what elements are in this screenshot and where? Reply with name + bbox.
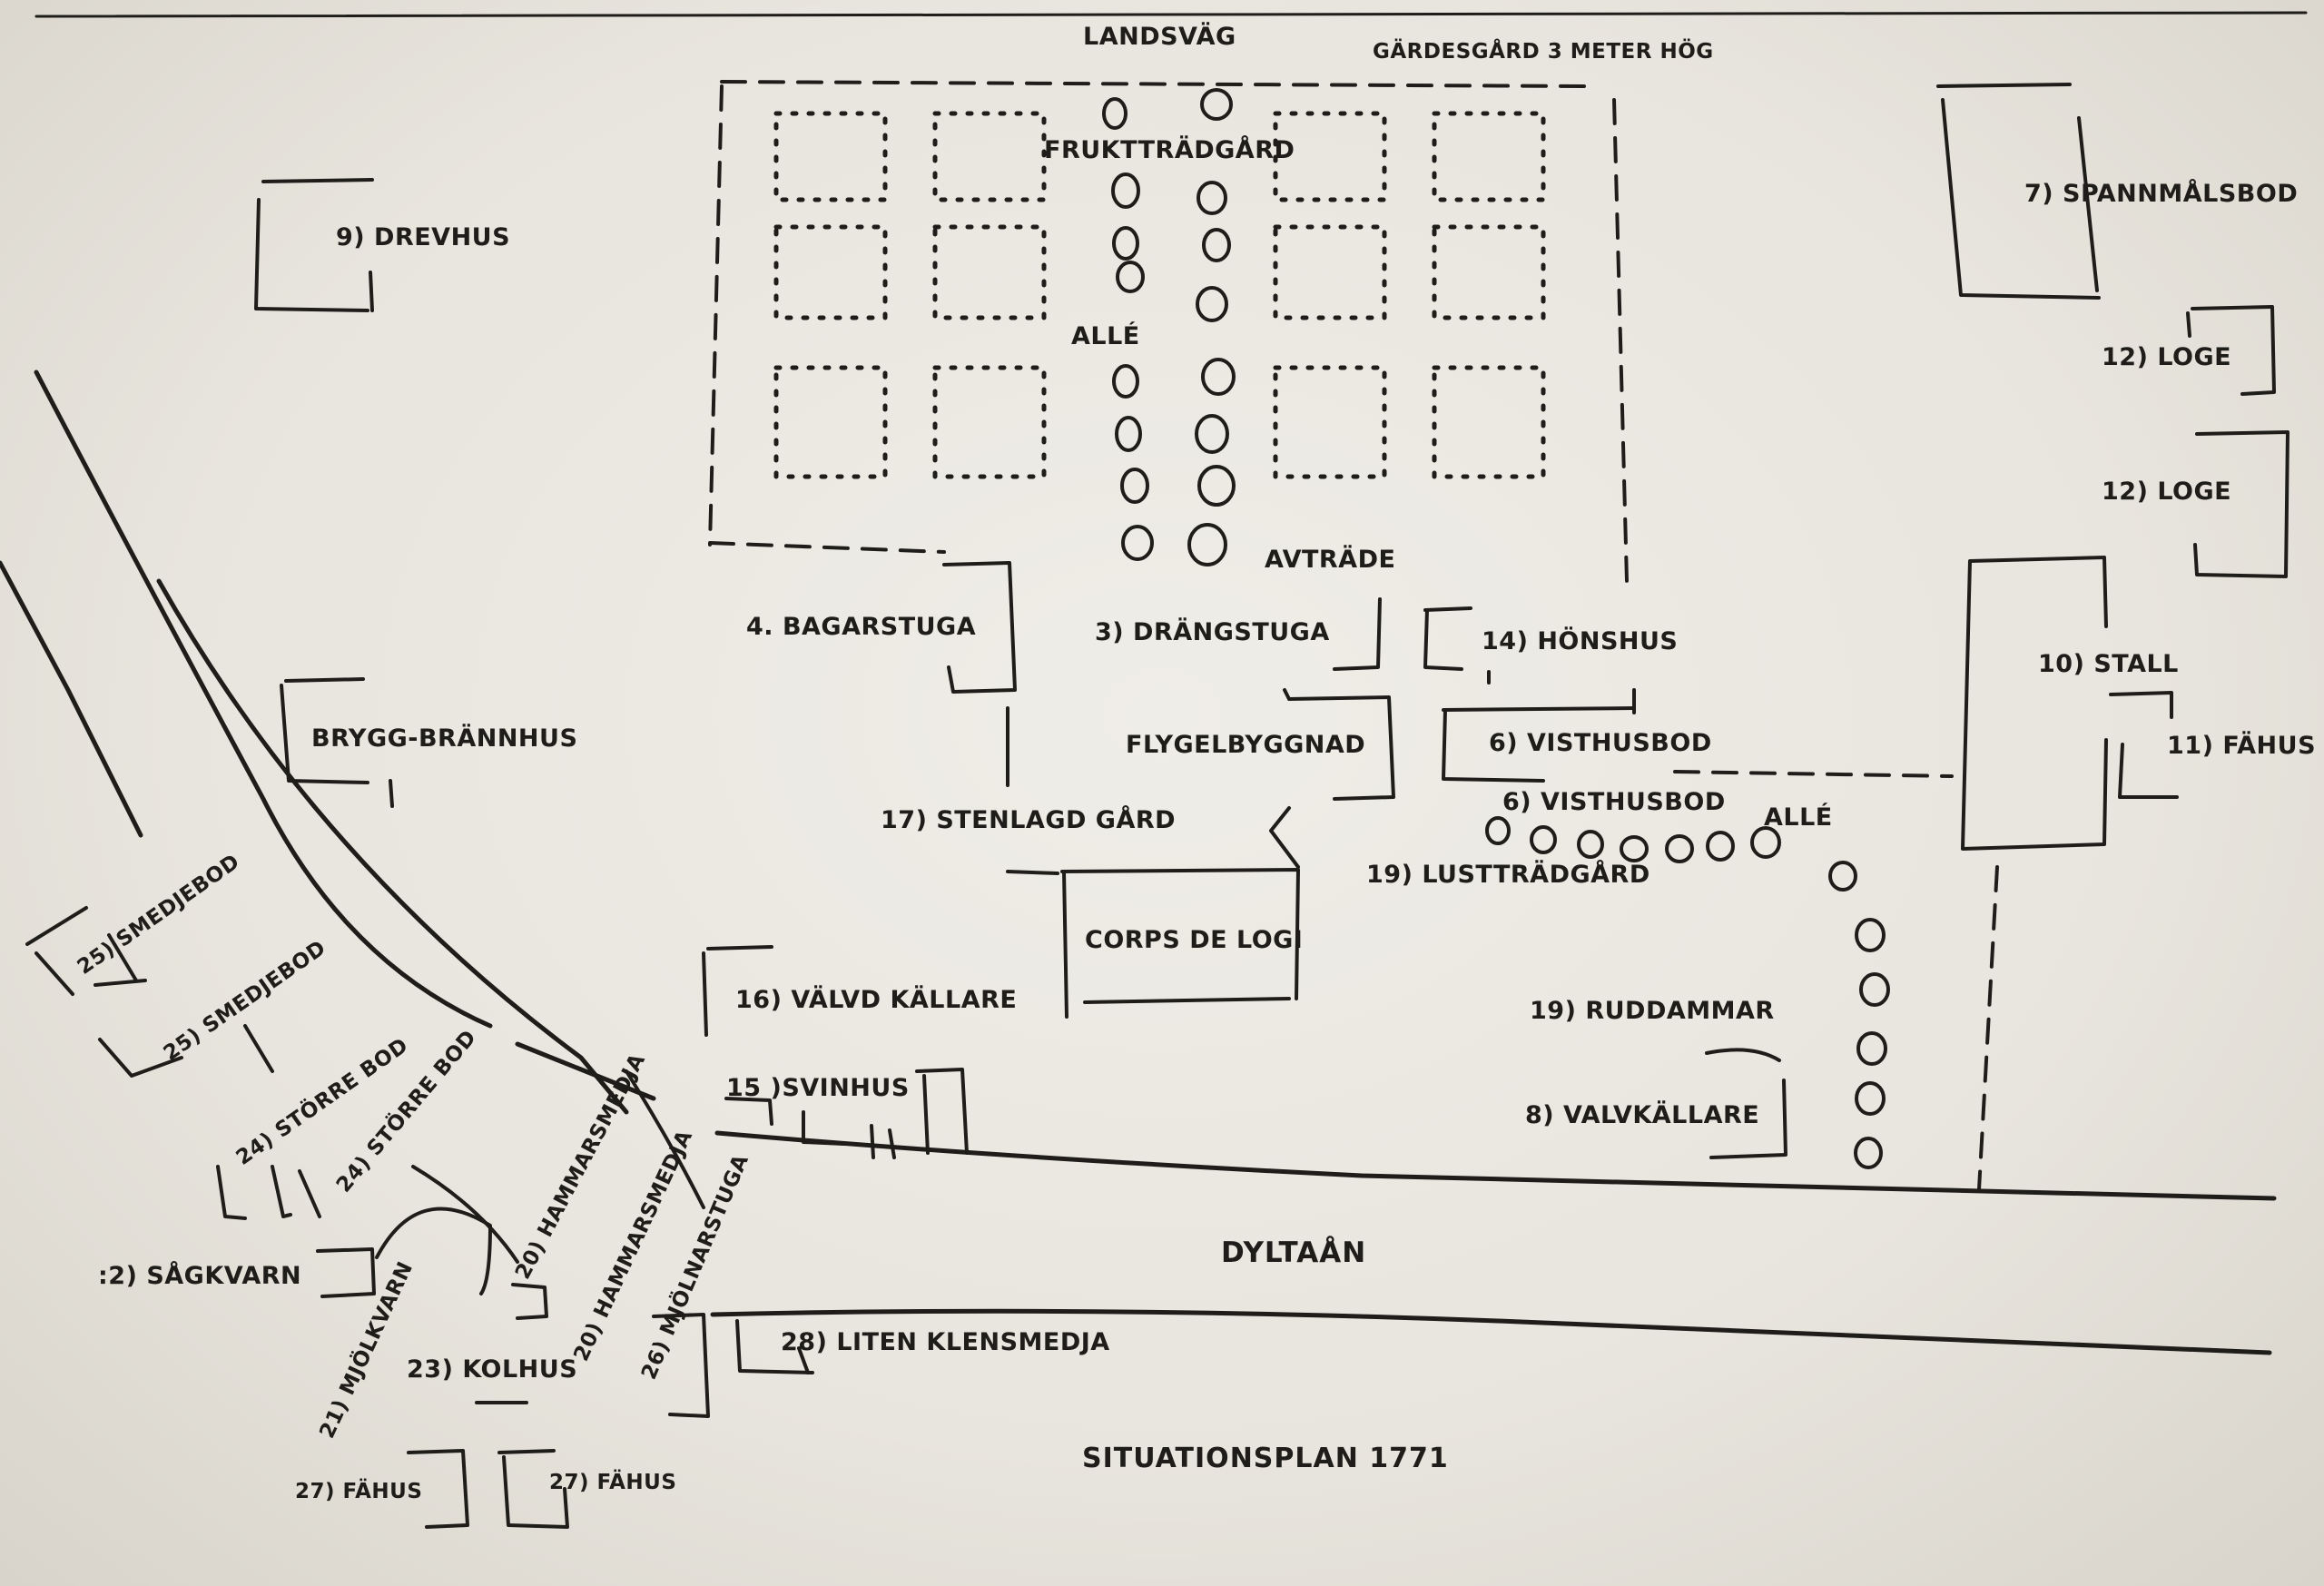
bagarstuga-outline [942,561,1017,694]
garden-fence-right [1612,98,1629,583]
label-avtrade: AVTRÄDE [1265,546,1396,574]
garden-fence-bottom [708,541,946,554]
label-fahus-11: 11) FÄHUS [2167,732,2317,760]
label-landsvag: LANDSVÄG [1083,23,1236,51]
label-drevhus: 9) DREVHUS [336,223,511,251]
page-edge [34,11,2308,18]
corps-de-logi-court-lines [1006,806,1300,875]
label-ruddammar: 19) RUDDAMMAR [1530,997,1775,1025]
sagkvarn-outline [316,1247,376,1298]
drangstuga-outline [1333,597,1382,671]
label-bagarstuga: 4. BAGARSTUGA [746,613,977,641]
label-valvd-kallare: 16) VÄLVD KÄLLARE [735,986,1018,1014]
label-flygelbyggnad: FLYGELBYGGNAD [1126,731,1366,759]
left-road-inner [34,369,493,1029]
smedjebod-1-outline [25,906,138,996]
loge-lower-outline [2193,430,2290,578]
orchard-beds [773,111,1546,479]
fahus-27b-outline [497,1449,569,1529]
river-north-bank [714,1130,2277,1201]
label-alle-right: ALLÉ [1764,803,1833,832]
mjolkvarn-wheel-outer [411,1165,519,1264]
label-valvkallare: 8) VALVKÄLLARE [1525,1101,1760,1129]
label-title: SITUATIONSPLAN 1771 [1082,1443,1449,1474]
label-liten-klensmedja: 28) LITEN KLENSMEDJA [781,1328,1110,1356]
spannmalsbod-outline [1936,83,2101,300]
label-stall: 10) STALL [2038,650,2179,678]
label-drangstuga: 3) DRÄNGSTUGA [1095,618,1330,646]
label-lusttradgard: 19) LUSTTRÄDGÅRD [1366,861,1650,889]
river-bend-line [625,1069,705,1209]
label-spannmalsbod: 7) SPANNMÅLSBOD [2024,180,2299,208]
label-loge-1: 12) LOGE [2102,343,2232,371]
loge-upper-outline [2186,305,2276,396]
flygelbyggnad-outline [1283,688,1395,801]
mjolkvarn-wheel [375,1207,492,1295]
kolhus-outline [475,1283,548,1404]
left-river-bank [156,578,629,1115]
label-stenlagd-gard: 17) STENLAGD GÅRD [881,806,1177,834]
garden-fence-left [708,84,724,547]
label-corps-de-logi: CORPS DE LOGI [1085,926,1304,954]
stall-outline [1961,556,2108,851]
label-visthusbod-2: 6) VISTHUSBOD [1502,788,1726,816]
dashed-wall-stall [1977,865,1999,1191]
label-visthusbod-1: 6) VISTHUSBOD [1489,729,1712,757]
label-dyltaan: DYLTAÅN [1221,1236,1367,1269]
left-road-join [515,1041,656,1101]
label-fahus-27a: 27) FÄHUS [295,1480,423,1503]
label-brygg-brannhus: BRYGG-BRÄNNHUS [311,724,578,753]
avenue-trees-centre [1102,88,1236,566]
label-frukttradgard: FRUKTTRÄDGÅRD [1044,136,1295,164]
left-road-outer [0,560,143,838]
garden-fence-top [720,80,1586,88]
fahus-11-outline [2109,691,2179,799]
label-alle-top: ALLÉ [1071,322,1140,350]
brygg-brannhus-outline [280,677,394,808]
label-loge-2: 12) LOGE [2102,478,2232,506]
honshus-outline [1423,606,1491,685]
smedjebod-2-outline [94,979,274,1078]
mjolnarstuga-outline [652,1313,710,1418]
storre-bod-outline [216,1165,321,1220]
label-honshus: 14) HÖNSHUS [1482,627,1679,655]
label-fahus-27b: 27) FÄHUS [549,1471,677,1494]
avenue-trees-right [1485,816,1890,1169]
dashed-wall-east [1673,770,1954,778]
label-kolhus: 23) KOLHUS [407,1355,578,1384]
liten-klensmedja-outline [735,1319,814,1374]
label-svinhus: 15 )SVINHUS [726,1074,910,1102]
valvd-kallare-outline [702,945,773,1037]
corps-de-logi-outline [1060,868,1300,1019]
river-south-bank [710,1308,2272,1355]
valvkallare-outline [1705,1048,1787,1159]
drevhus-outline [254,178,374,312]
label-gardesgard: GÄRDESGÅRD 3 METER HÖG [1373,40,1714,64]
visthusbod-outline [1442,706,1636,783]
label-sagkvarn: :2) SÅGKVARN [98,1262,302,1290]
fahus-27a-outline [407,1449,469,1529]
